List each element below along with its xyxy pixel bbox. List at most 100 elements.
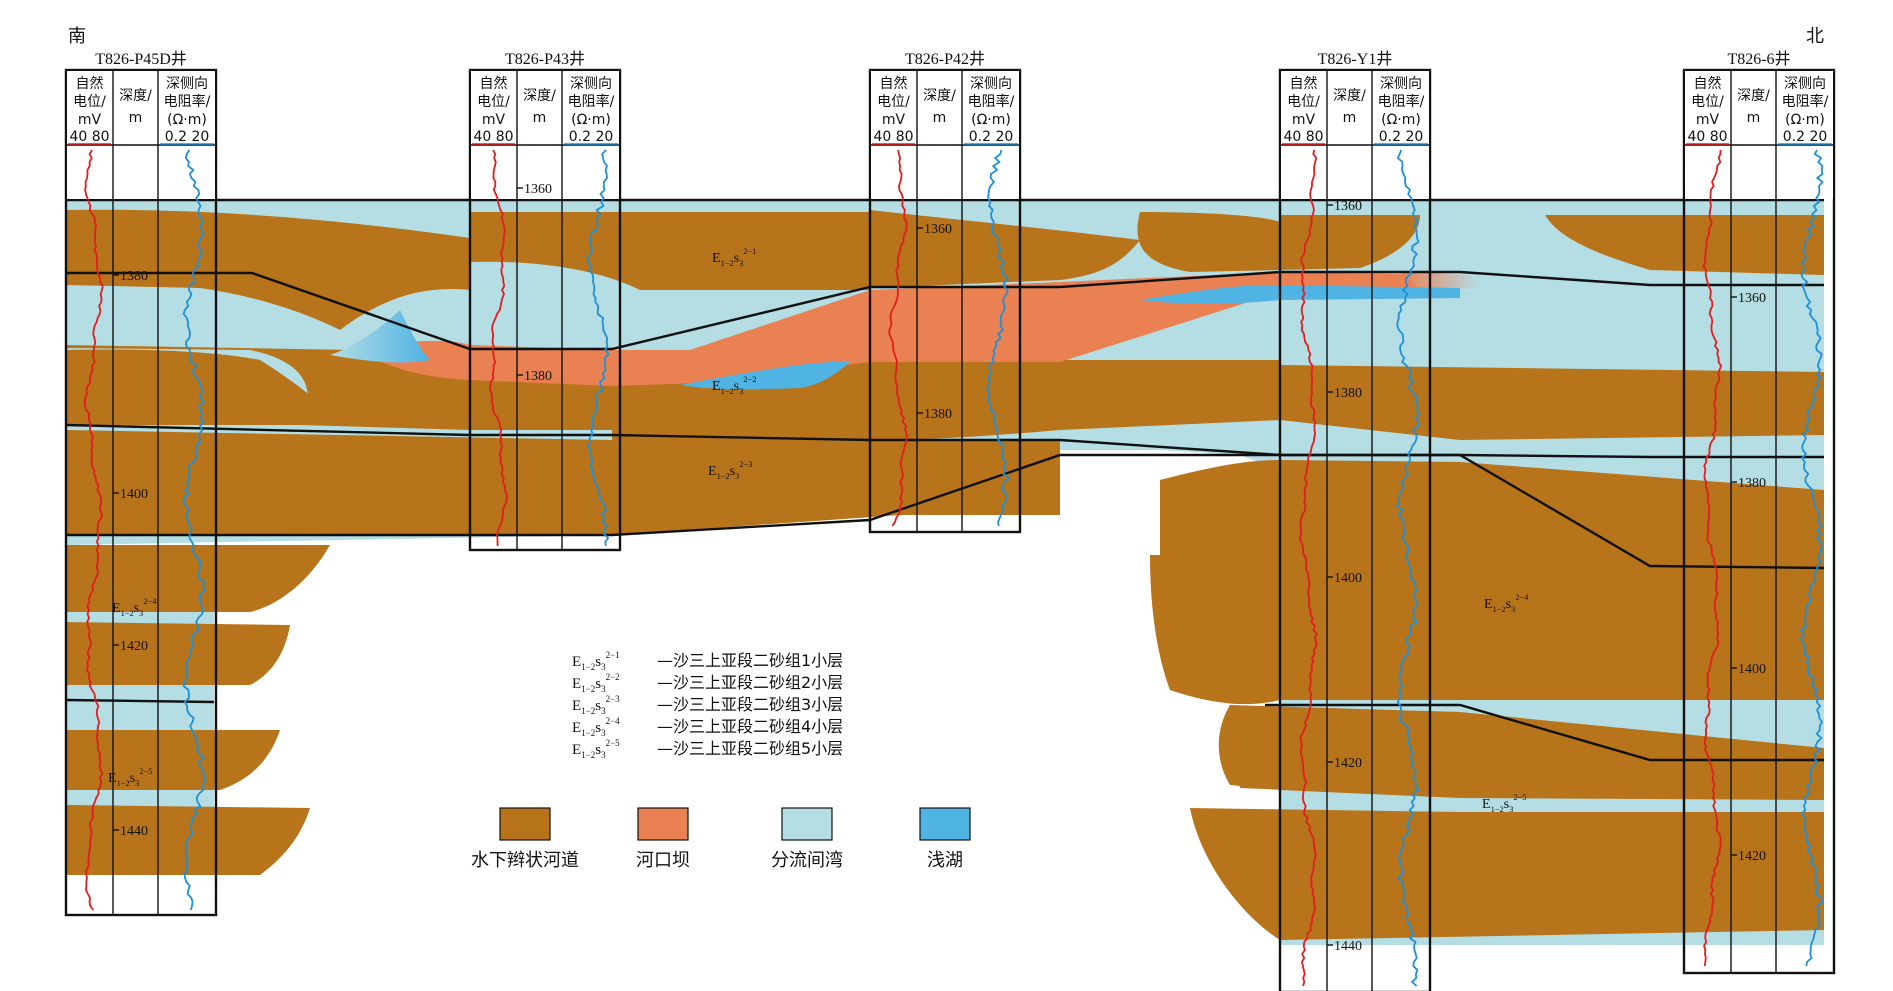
note-text: —沙三上亚段二砂组3小层 (657, 695, 843, 714)
layer-label: E1−2s32−1 (572, 650, 620, 672)
depth-label: 1400 (1738, 662, 1766, 677)
depth-label: 1380 (524, 369, 552, 384)
well-header-label: mV (1292, 112, 1316, 128)
well-header-label: 自然 (480, 75, 508, 92)
well-header-label: 0.2 20 (1783, 129, 1828, 145)
svg-text:E1−2s32−5: E1−2s32−5 (108, 767, 152, 788)
svg-text:E1−2s32−5: E1−2s32−5 (1482, 793, 1526, 814)
depth-label: 1400 (1334, 571, 1362, 586)
legend-label: 浅湖 (927, 850, 963, 871)
well-header-label: 自然 (1694, 75, 1722, 92)
well-header-bg (471, 71, 619, 199)
well-header-bg (67, 71, 215, 199)
well-header-label: 自然 (76, 75, 104, 92)
well-header-label: 深侧向 (570, 76, 612, 92)
sp-curve (1702, 149, 1723, 967)
well-header-label: 电位/ (1287, 94, 1320, 110)
well-header-label: 电阻率/ (1378, 93, 1425, 110)
svg-text:E1−2s32−4: E1−2s32−4 (572, 716, 620, 738)
well-header-label: 电位/ (73, 94, 106, 110)
note-text: —沙三上亚段二砂组1小层 (657, 651, 843, 670)
well-header-label: 深侧向 (1380, 76, 1422, 92)
depth-label: 1380 (1738, 476, 1766, 491)
well-header-label: 电位/ (477, 94, 510, 110)
sp-curve (83, 149, 104, 911)
well-header-label: 深侧向 (166, 76, 208, 92)
well-name: T826-Y1井 (1318, 50, 1393, 68)
well-header-label: (Ω·m) (167, 112, 207, 128)
layer-label: E1−2s32−5 (572, 738, 620, 760)
well-header-bg (1685, 71, 1833, 199)
well-header-label: 电阻率/ (164, 93, 211, 110)
well-header-label: 深度/ (1737, 88, 1770, 104)
depth-label: 1380 (924, 407, 952, 422)
depth-label: 1420 (120, 639, 148, 654)
well-header-label: 自然 (880, 75, 908, 92)
well-header-label: m (129, 110, 143, 126)
well-header-label: 0.2 20 (1379, 129, 1424, 145)
depth-label: 1400 (120, 487, 148, 502)
svg-text:E1−2s32−4: E1−2s32−4 (1484, 593, 1529, 614)
depth-label: 1440 (1334, 939, 1362, 954)
legend-label: 分流间湾 (771, 850, 843, 871)
well-header-label: m (1343, 110, 1357, 126)
well-header-label: 电阻率/ (968, 93, 1015, 110)
resistivity-curve (986, 149, 1011, 527)
svg-text:E1−2s32−3: E1−2s32−3 (572, 694, 620, 716)
resistivity-curve (586, 149, 610, 547)
well-header-label: 深度/ (119, 88, 152, 104)
well-frame (468, 68, 622, 552)
layer-label: E1−2s32−5 (1482, 793, 1526, 814)
well-name: T826-6井 (1727, 50, 1790, 68)
well-header-label: 0.2 20 (969, 129, 1014, 145)
channel-sandbodies (66, 209, 1824, 940)
layer-label: E1−2s32−2 (712, 375, 756, 396)
well-header-label: 电位/ (877, 94, 910, 110)
well-frame (1278, 68, 1432, 991)
well-header-label: 深度/ (923, 88, 956, 104)
depth-label: 1440 (120, 824, 148, 839)
sp-curve (888, 149, 908, 527)
resistivity-curve (182, 149, 207, 911)
facies-legend: 水下辫状河道河口坝分流间湾浅湖 (471, 807, 971, 871)
well-header-label: (Ω·m) (1381, 112, 1421, 128)
shallow-lake-bodies (330, 285, 1460, 390)
well-frame (1682, 68, 1836, 975)
svg-text:E1−2s32−2: E1−2s32−2 (712, 375, 756, 396)
resistivity-curve (1395, 149, 1420, 987)
well-header-label: (Ω·m) (1785, 112, 1825, 128)
well-header-label: 电阻率/ (1782, 93, 1829, 110)
well-header-label: 深度/ (1333, 88, 1366, 104)
svg-text:E1−2s32−2: E1−2s32−2 (572, 672, 620, 694)
well-header-label: 40 80 (473, 129, 513, 145)
legend-item: 分流间湾 (771, 807, 843, 871)
legend-item: 浅湖 (919, 807, 971, 871)
well-frame (64, 68, 218, 917)
svg-text:E1−2s32−1: E1−2s32−1 (572, 650, 620, 672)
note-text: —沙三上亚段二砂组5小层 (657, 739, 843, 758)
svg-text:E1−2s32−4: E1−2s32−4 (112, 597, 157, 618)
depth-label: 1360 (924, 222, 952, 237)
well-header-label: mV (882, 112, 906, 128)
well-header-label: mV (482, 112, 506, 128)
layer-label: E1−2s32−4 (1484, 593, 1529, 614)
depth-label: 1360 (1334, 199, 1362, 214)
layer-label: E1−2s32−3 (708, 460, 752, 481)
well-frame (868, 68, 1022, 534)
well-header-bg (871, 71, 1019, 199)
well-header-label: 电位/ (1691, 94, 1724, 110)
depth-label: 1360 (1738, 291, 1766, 306)
well-header-label: mV (78, 112, 102, 128)
note-text: —沙三上亚段二砂组2小层 (657, 673, 843, 692)
legend-swatch (637, 807, 689, 841)
well-header-label: 0.2 20 (569, 129, 614, 145)
well-header-label: 深度/ (523, 88, 556, 104)
well-header-label: mV (1696, 112, 1720, 128)
well-header-label: 40 80 (873, 129, 913, 145)
layer-label: E1−2s32−4 (572, 716, 620, 738)
layer-labels: E1−2s32−1E1−2s32−2E1−2s32−3E1−2s32−4E1−2… (108, 247, 1529, 814)
